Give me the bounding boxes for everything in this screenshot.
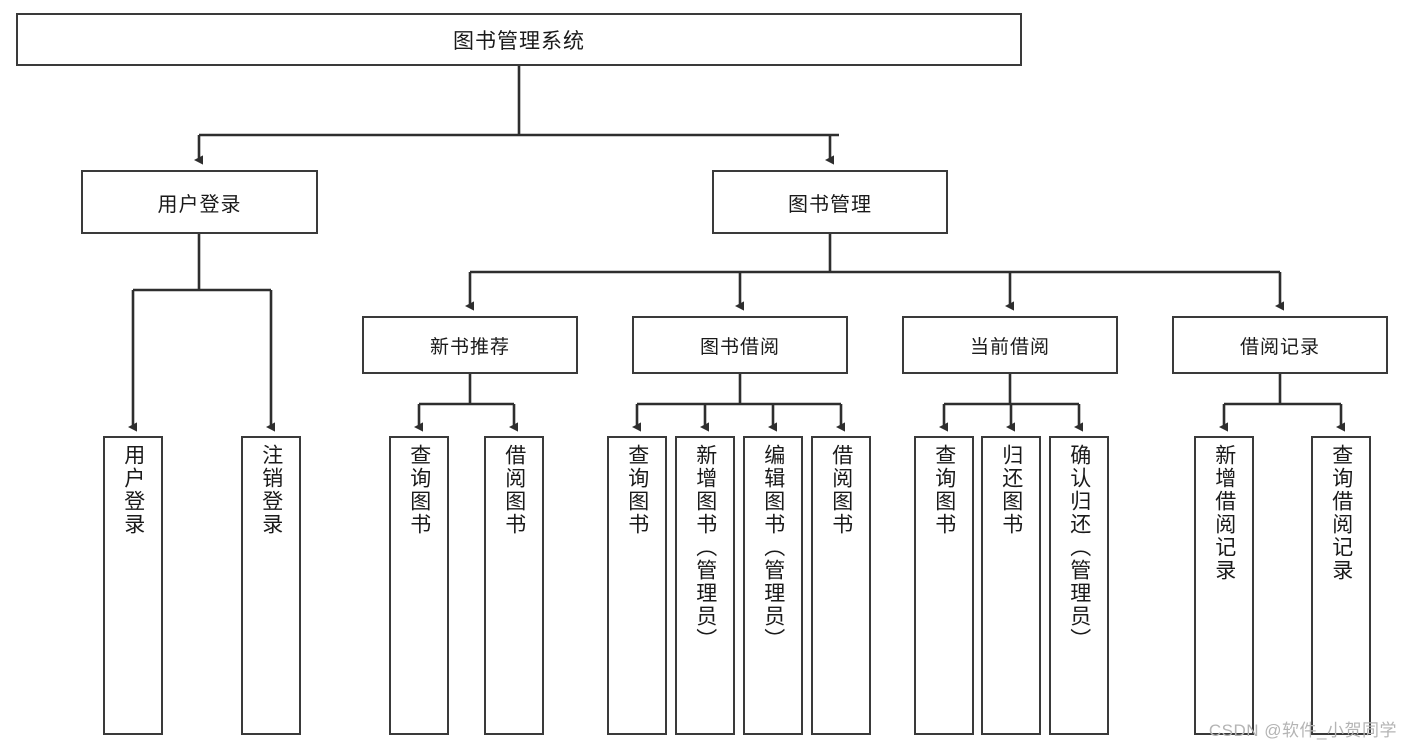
node-new-book-recommend[interactable]: 新书推荐 <box>362 316 578 374</box>
node-leaf-query-record[interactable]: 查询借阅记录 <box>1311 436 1371 735</box>
node-label: 查询图书 <box>407 444 431 536</box>
node-root-system[interactable]: 图书管理系统 <box>16 13 1022 66</box>
node-label: 新增图书（管理员） <box>693 444 717 651</box>
node-book-borrow[interactable]: 图书借阅 <box>632 316 848 374</box>
node-leaf-add-book[interactable]: 新增图书（管理员） <box>675 436 735 735</box>
node-leaf-query-book-1[interactable]: 查询图书 <box>389 436 449 735</box>
node-label: 图书管理系统 <box>453 29 585 53</box>
node-user-login[interactable]: 用户登录 <box>81 170 318 234</box>
node-leaf-confirm-return[interactable]: 确认归还（管理员） <box>1049 436 1109 735</box>
node-leaf-query-book-3[interactable]: 查询图书 <box>914 436 974 735</box>
node-label: 归还图书 <box>999 444 1023 536</box>
node-label: 用户登录 <box>121 444 145 536</box>
node-label: 借阅图书 <box>502 444 526 536</box>
node-label: 新增借阅记录 <box>1212 444 1236 582</box>
node-book-management[interactable]: 图书管理 <box>712 170 948 234</box>
node-leaf-borrow-book-1[interactable]: 借阅图书 <box>484 436 544 735</box>
node-label: 新书推荐 <box>429 336 510 358</box>
node-leaf-user-login[interactable]: 用户登录 <box>103 436 163 735</box>
node-label: 查询图书 <box>932 444 956 536</box>
node-label: 确认归还（管理员） <box>1067 444 1091 651</box>
node-leaf-add-record[interactable]: 新增借阅记录 <box>1194 436 1254 735</box>
node-leaf-edit-book[interactable]: 编辑图书（管理员） <box>743 436 803 735</box>
node-label: 注销登录 <box>259 444 283 536</box>
node-label: 借阅记录 <box>1239 336 1320 358</box>
node-label: 用户登录 <box>157 193 242 216</box>
node-leaf-return-book[interactable]: 归还图书 <box>981 436 1041 735</box>
node-label: 图书管理 <box>788 193 872 216</box>
node-current-borrow[interactable]: 当前借阅 <box>902 316 1118 374</box>
node-leaf-logout-login[interactable]: 注销登录 <box>241 436 301 735</box>
node-label: 编辑图书（管理员） <box>761 444 785 651</box>
node-label: 当前借阅 <box>969 336 1050 358</box>
node-leaf-query-book-2[interactable]: 查询图书 <box>607 436 667 735</box>
node-label: 借阅图书 <box>829 444 853 536</box>
node-label: 查询图书 <box>625 444 649 536</box>
node-leaf-borrow-book-2[interactable]: 借阅图书 <box>811 436 871 735</box>
node-borrow-record[interactable]: 借阅记录 <box>1172 316 1388 374</box>
node-label: 查询借阅记录 <box>1329 444 1353 582</box>
node-label: 图书借阅 <box>699 336 780 358</box>
